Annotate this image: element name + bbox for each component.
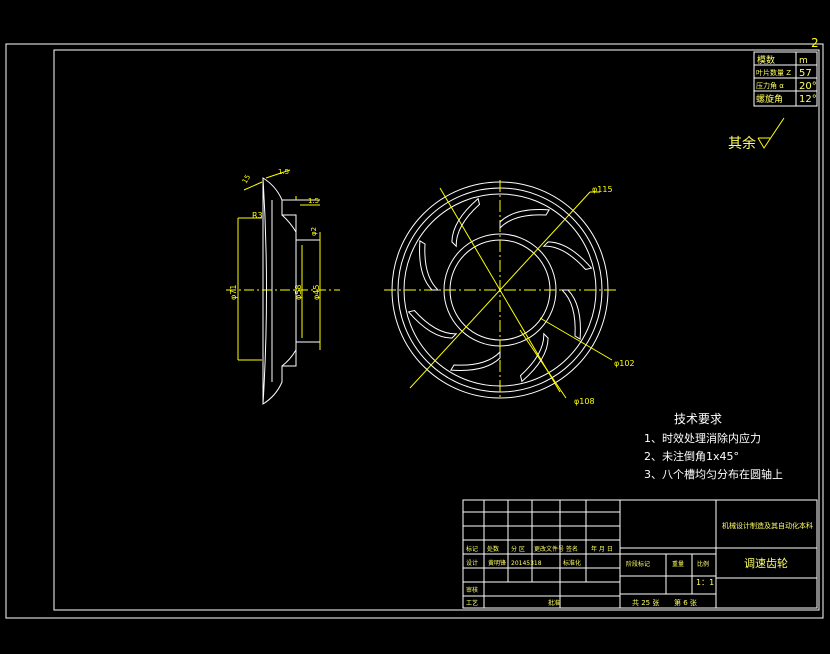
param-header-value: m: [799, 56, 808, 66]
parameter-table: 模数 m 叶片数量 Z 57 压力角 α 20° 螺旋角 12°: [753, 51, 818, 107]
side-section-view: 1.5 15 1.5 φ2 R3 φ71 φ58 φ45: [226, 168, 340, 405]
inner-frame: [53, 49, 820, 611]
outer-frame: [5, 43, 824, 619]
param-row-value: 57: [799, 68, 812, 79]
label-approve: 批准: [548, 599, 560, 607]
impeller-slot: [499, 209, 550, 230]
tech-req-item: 3、八个槽均匀分布在圆轴上: [644, 467, 783, 481]
dim-side-8: φ45: [312, 285, 321, 300]
dim-side-5: R3: [252, 211, 263, 220]
label-count: 处数: [487, 545, 499, 553]
title-project: 机械设计制造及其自动化本科: [722, 521, 813, 530]
label-process: 工艺: [466, 599, 478, 607]
title-block: 机械设计制造及其自动化本科 调速齿轮 标记 处数 分 区 更改文件号 签名 年 …: [462, 499, 818, 609]
surface-roughness-note: 其余: [728, 117, 785, 152]
dim-side-4: φ2: [310, 227, 318, 236]
scale-value: 1：1: [696, 578, 714, 587]
param-row-value: 12°: [799, 94, 817, 105]
sheet-index: 第 6 张: [674, 598, 697, 607]
designer-name: 黄明锋: [488, 559, 506, 567]
technical-requirements: 技术要求 1、时效处理消除内应力 2、未注倒角1x45° 3、八个槽均匀分布在圆…: [644, 412, 783, 481]
front-view: φ115 φ102 φ108: [384, 180, 635, 406]
student-number: 20145318: [511, 560, 542, 567]
label-sign: 签名: [566, 545, 578, 553]
impeller-slot: [560, 289, 581, 340]
tech-req-title: 技术要求: [674, 412, 722, 426]
dim-side-7: φ58: [294, 285, 303, 300]
dim-side-1: 1.5: [278, 168, 289, 176]
dim-side-6: φ71: [229, 285, 238, 300]
dim-front-a: φ115: [592, 185, 613, 194]
dim-side-2: 15: [241, 173, 252, 185]
impeller-slot: [519, 332, 549, 383]
param-row-label: 叶片数量 Z: [756, 68, 791, 77]
tech-req-item: 1、时效处理消除内应力: [644, 431, 761, 445]
label-ratio: 比例: [697, 560, 709, 568]
dim-front-c: φ108: [574, 397, 595, 406]
impeller-slot: [451, 197, 481, 248]
param-row-label: 螺旋角: [756, 93, 783, 105]
sheets-total: 共 25 张: [632, 598, 659, 607]
roughness-symbol-icon: [757, 117, 785, 149]
impeller-slots: [407, 197, 593, 383]
title-part-name: 调速齿轮: [744, 556, 788, 570]
label-design: 设计: [466, 559, 478, 567]
dim-front-b: φ102: [614, 359, 635, 368]
impeller-slot: [450, 350, 501, 371]
label-date: 年 月 日: [591, 545, 613, 553]
dim-side-3: 1.5: [308, 197, 319, 205]
sheet-number: 2: [811, 36, 819, 50]
impeller-slot: [407, 309, 458, 339]
label-stage-mark: 阶段标记: [626, 560, 650, 568]
param-row-label: 压力角 α: [756, 81, 784, 90]
label-zone: 分 区: [511, 545, 525, 553]
surface-note-text: 其余: [728, 135, 756, 152]
impeller-slot: [542, 241, 593, 271]
param-row-value: 20°: [799, 81, 817, 92]
label-doc-no: 更改文件号: [534, 545, 564, 553]
tech-req-item: 2、未注倒角1x45°: [644, 449, 739, 463]
label-weight: 重量: [672, 560, 684, 568]
label-standardize: 标准化: [563, 559, 581, 567]
label-mark: 标记: [466, 545, 478, 553]
impeller-slot: [419, 240, 440, 291]
label-review: 审核: [466, 586, 478, 594]
param-header-name: 模数: [757, 54, 775, 66]
